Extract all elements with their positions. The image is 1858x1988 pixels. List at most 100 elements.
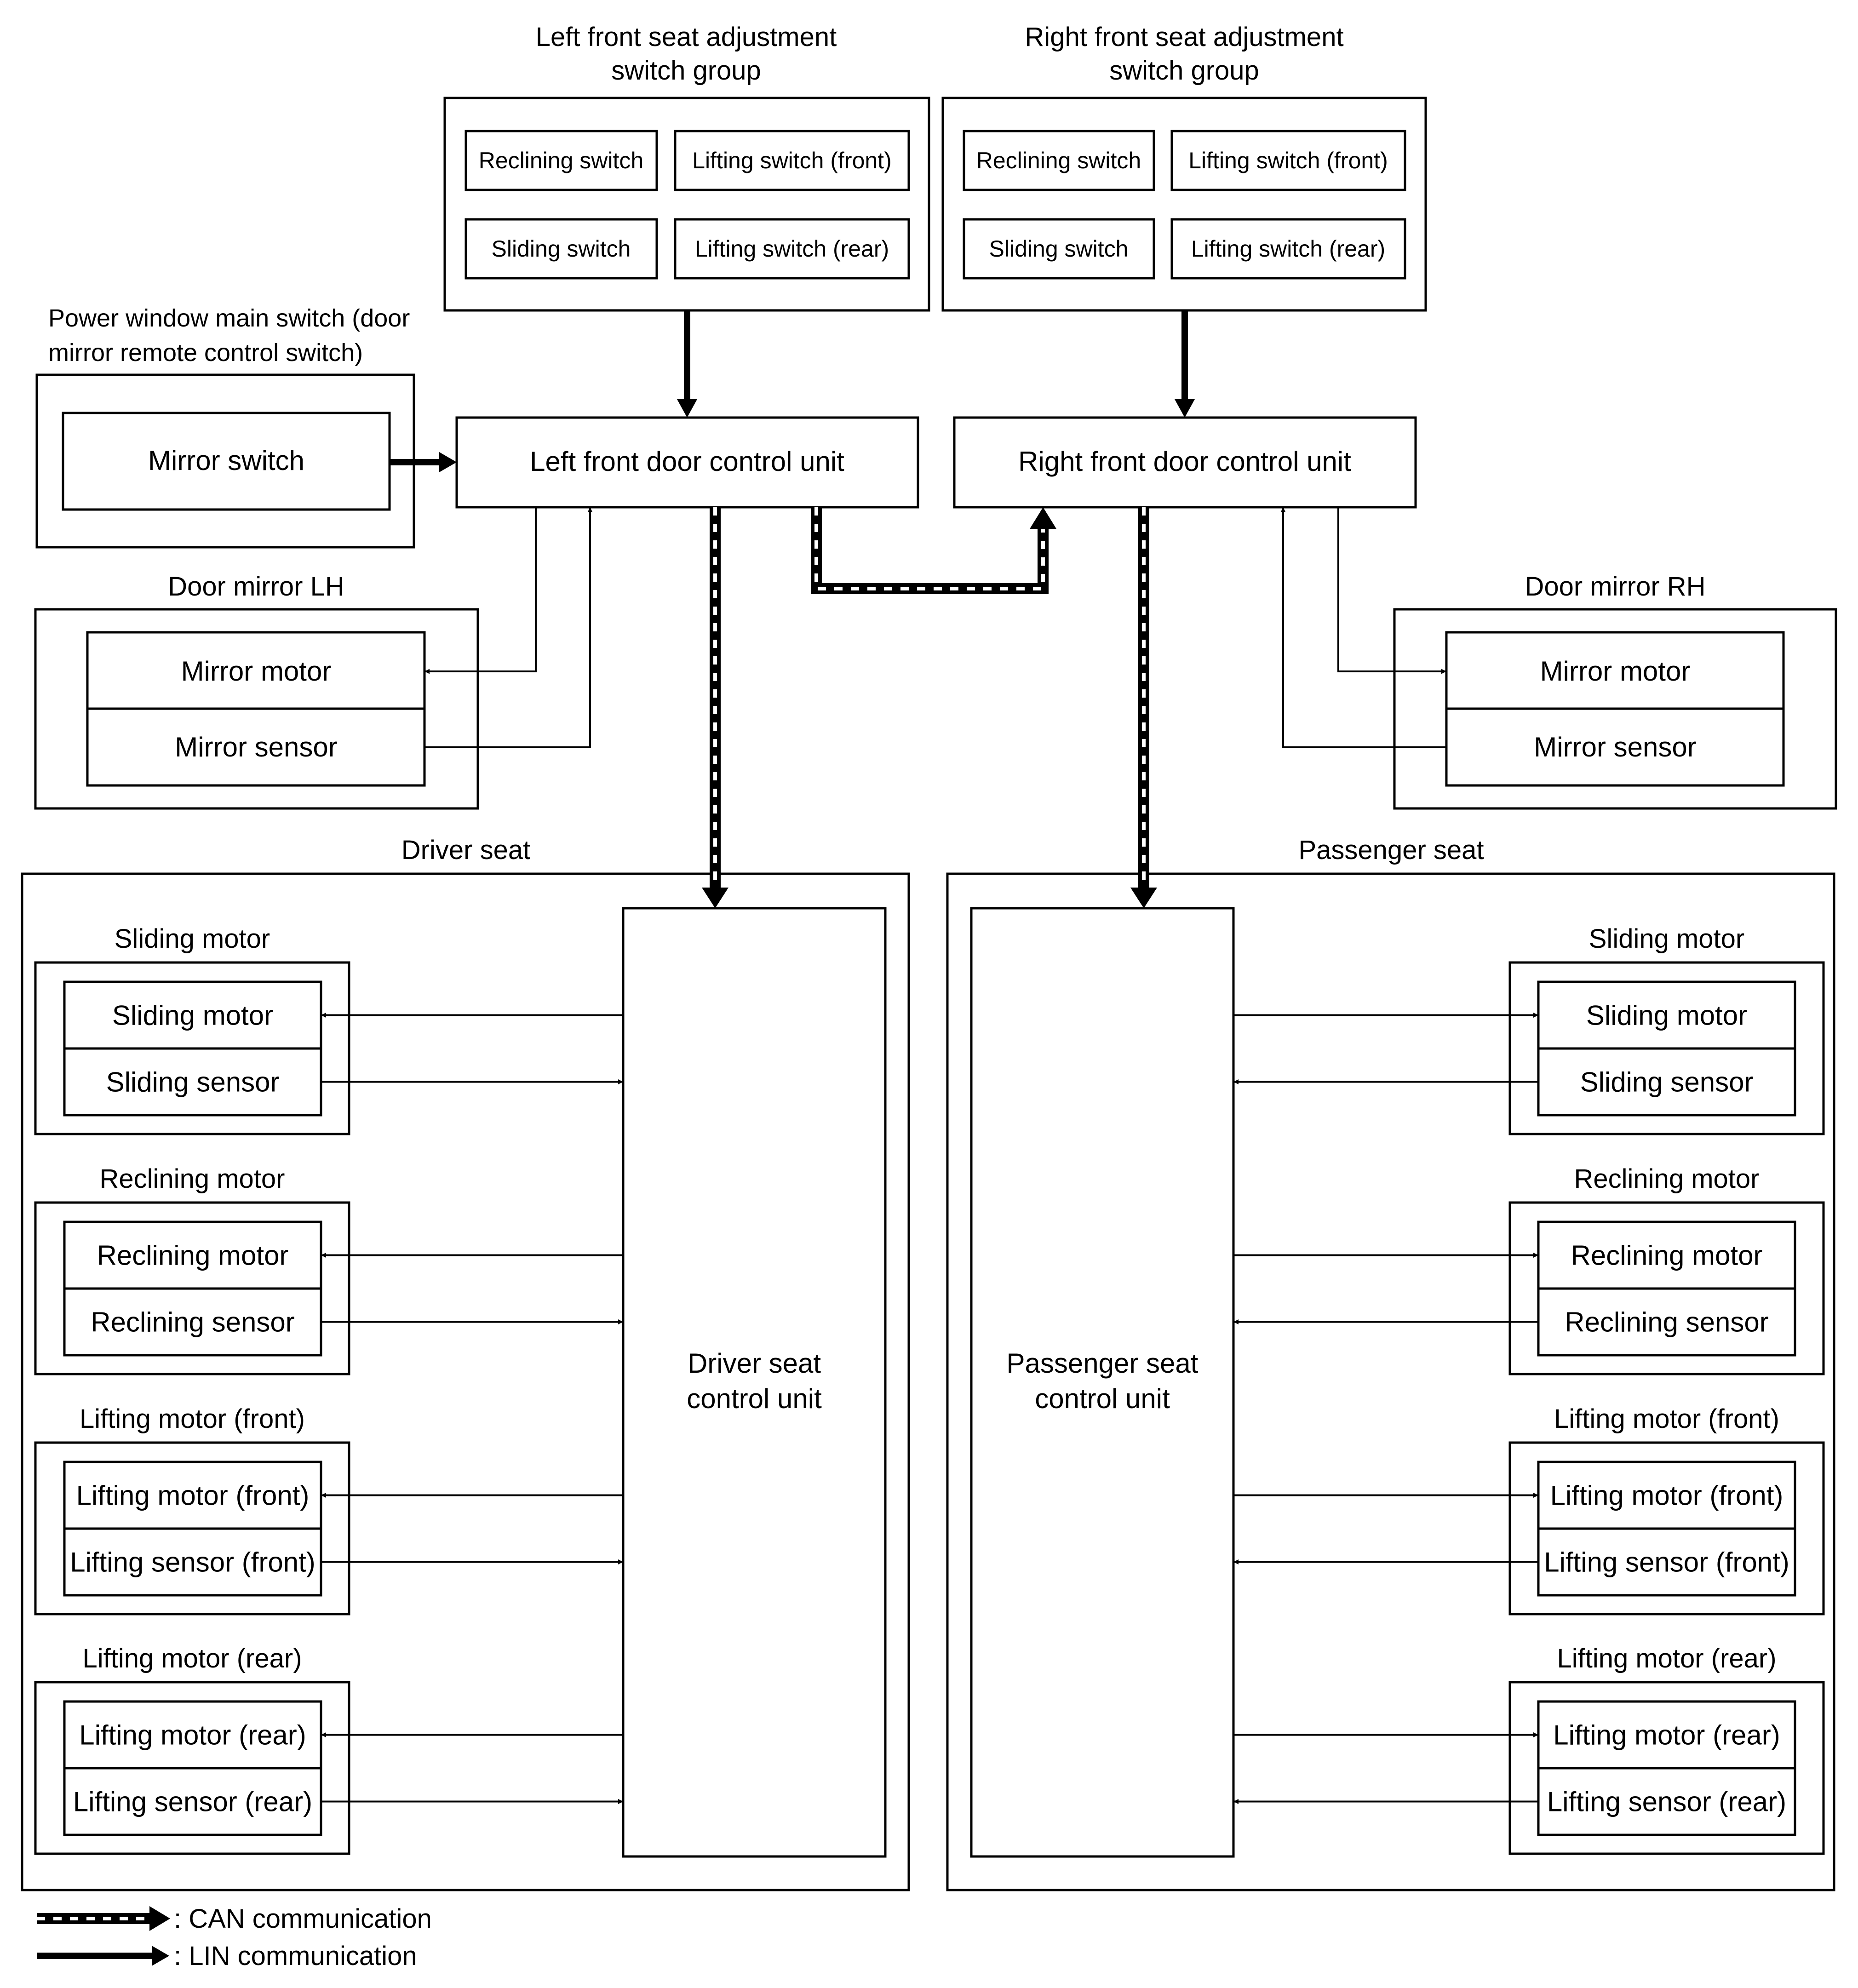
left-front-door-control-unit-label: Left front door control unit [530, 446, 844, 477]
legend: : CAN communication : LIN communication [37, 1904, 432, 1971]
mirror-switch [62, 412, 391, 511]
passenger-motor-label: Sliding motor [1586, 1000, 1747, 1031]
right-switch-group-title-line2: switch group [1109, 56, 1259, 86]
passenger-seat-control-unit-line1: Passenger seat [1007, 1348, 1199, 1379]
left-sliding-switch-label: Sliding switch [492, 236, 631, 262]
driver-group-title: Lifting motor (rear) [82, 1644, 302, 1673]
can-left-to-driver-arrowhead [702, 888, 728, 908]
mirror-lh-motor-label: Mirror motor [181, 656, 332, 687]
door-mirror-rh-title: Door mirror RH [1525, 572, 1705, 602]
can-right-to-passenger-arrowhead [1130, 888, 1157, 908]
driver-sensor-label: Lifting sensor (rear) [73, 1787, 312, 1817]
passenger-motor-label: Lifting motor (rear) [1553, 1720, 1780, 1751]
door-mirror-lh: Door mirror LH Mirror motor Mirror senso… [34, 572, 479, 810]
driver-sensor-label: Lifting sensor (front) [70, 1547, 315, 1578]
passenger-group-title: Reclining motor [1574, 1164, 1760, 1194]
power-window-main-switch: Power window main switch (door mirror re… [35, 304, 415, 549]
left-lifting-switch-rear-label: Lifting switch (rear) [695, 236, 889, 262]
left-lifting-switch-front [674, 130, 910, 191]
lin-mirror-switch-arrowhead [439, 452, 457, 472]
driver-sensor-label: Sliding sensor [106, 1067, 280, 1098]
power-window-title-line1: Power window main switch (door [48, 304, 410, 332]
left-switch-group: Left front seat adjustment switch group … [443, 22, 930, 312]
lin-right-switch-arrowhead [1175, 399, 1195, 418]
left-lifting-switch-rear [674, 218, 910, 280]
driver-motor-group: Lifting motor (rear) Lifting motor (rear)… [34, 1644, 623, 1855]
driver-group-title: Lifting motor (front) [80, 1404, 305, 1434]
passenger-sensor-label: Sliding sensor [1580, 1067, 1754, 1098]
mirror-rh-motor-label: Mirror motor [1540, 656, 1691, 687]
driver-seat-control-unit-line2: control unit [687, 1383, 822, 1414]
right-front-door-control-unit [953, 416, 1417, 509]
driver-group-title: Sliding motor [115, 924, 270, 954]
legend-can-label: : CAN communication [174, 1904, 432, 1934]
driver-seat-control-unit-line1: Driver seat [688, 1348, 821, 1379]
driver-motor-label: Reclining motor [97, 1240, 289, 1271]
driver-motor-label: Lifting motor (rear) [79, 1720, 306, 1751]
legend-lin-label: : LIN communication [174, 1941, 417, 1971]
can-lines [702, 507, 1157, 908]
left-switch-group-title-line2: switch group [611, 56, 761, 86]
passenger-sensor-label: Lifting sensor (rear) [1547, 1787, 1786, 1817]
right-lifting-switch-front [1170, 130, 1406, 191]
driver-seat-title: Driver seat [401, 835, 530, 865]
passenger-group-title: Lifting motor (front) [1554, 1404, 1779, 1434]
left-reclining-switch [464, 130, 658, 191]
passenger-seat-title: Passenger seat [1298, 835, 1484, 865]
left-switch-group-title-line1: Left front seat adjustment [536, 22, 837, 52]
right-lifting-switch-front-label: Lifting switch (front) [1188, 148, 1388, 173]
left-lifting-switch-front-label: Lifting switch (front) [692, 148, 891, 173]
mirror-rh-sensor-label: Mirror sensor [1534, 732, 1696, 762]
right-lifting-switch-rear [1170, 218, 1406, 280]
driver-group-title: Reclining motor [100, 1164, 285, 1194]
legend-lin-arrowhead [152, 1946, 169, 1966]
lin-left-switch-arrowhead [677, 399, 697, 418]
passenger-sensor-label: Reclining sensor [1565, 1307, 1769, 1338]
can-door-link-dash [814, 507, 1045, 590]
rh-mirror-motor-line [1337, 507, 1446, 674]
right-switch-group-title-line1: Right front seat adjustment [1025, 22, 1343, 52]
passenger-sensor-label: Lifting sensor (front) [1544, 1547, 1789, 1578]
right-sliding-switch-label: Sliding switch [989, 236, 1129, 262]
driver-motor-label: Lifting motor (front) [76, 1480, 310, 1511]
mirror-signal-lines [424, 507, 1446, 748]
rh-mirror-sensor-line [1280, 507, 1446, 748]
can-door-link-outline [811, 507, 1049, 594]
right-reclining-switch [963, 130, 1155, 191]
can-door-link-arrowhead [1030, 507, 1056, 529]
driver-sensor-label: Reclining sensor [91, 1307, 295, 1338]
passenger-motor-group: Lifting motor (rear) Lifting motor (rear)… [1233, 1644, 1825, 1855]
passenger-motor-group: Lifting motor (front) Lifting motor (fron… [1233, 1404, 1825, 1616]
passenger-group-title: Sliding motor [1589, 924, 1744, 954]
right-reclining-switch-label: Reclining switch [976, 148, 1141, 173]
lin-lines [390, 310, 1195, 472]
power-window-title-line2: mirror remote control switch) [48, 339, 363, 367]
legend-can-arrowhead [149, 1906, 170, 1931]
door-mirror-lh-title: Door mirror LH [168, 572, 344, 602]
passenger-motor-label: Lifting motor (front) [1550, 1480, 1783, 1511]
left-front-door-control-unit [455, 416, 919, 509]
driver-motor-label: Sliding motor [112, 1000, 273, 1031]
left-sliding-switch [464, 218, 658, 280]
driver-motor-group: Lifting motor (front) Lifting motor (fron… [34, 1404, 623, 1616]
right-front-door-control-unit-label: Right front door control unit [1018, 446, 1351, 477]
passenger-seat-control-unit [970, 907, 1235, 1858]
driver-seat-control-unit [622, 907, 887, 1858]
right-sliding-switch [963, 218, 1155, 280]
door-mirror-rh: Door mirror RH Mirror motor Mirror senso… [1393, 572, 1837, 810]
right-lifting-switch-rear-label: Lifting switch (rear) [1191, 236, 1385, 262]
passenger-motor-label: Reclining motor [1571, 1240, 1763, 1271]
passenger-group-title: Lifting motor (rear) [1557, 1644, 1776, 1673]
mirror-switch-label: Mirror switch [148, 445, 304, 476]
lh-mirror-motor-line [424, 507, 537, 674]
lh-mirror-sensor-line [424, 507, 593, 748]
left-reclining-switch-label: Reclining switch [479, 148, 643, 173]
passenger-seat-control-unit-line2: control unit [1035, 1383, 1170, 1414]
